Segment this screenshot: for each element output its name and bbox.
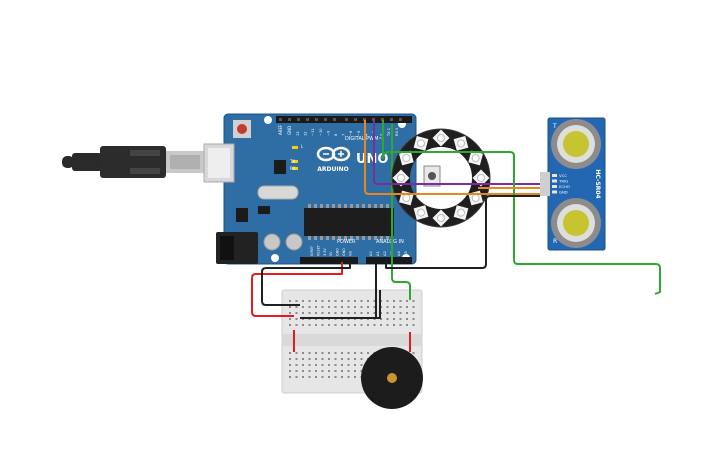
power-header[interactable] [300,257,358,264]
piezo-buzzer[interactable] [361,347,423,409]
digital-pin-label: ~5 [357,131,361,136]
atmega-chip [304,208,394,236]
neopixel-led[interactable] [453,136,469,151]
rx-led-label: RX [290,166,296,171]
arduino-logo-icon [316,146,351,162]
sensor-pin-label: GND [559,190,568,195]
black-ground-wire-2[interactable] [300,290,381,319]
green-vcc-wire[interactable] [382,120,661,295]
sensor-pin-label: ECHO [559,184,570,189]
black-sensor-gnd-wire[interactable] [385,195,540,269]
arduino-brand-label: ARDUINO [317,166,348,173]
gnd-pin-label: GND [287,126,292,135]
analog-header[interactable] [366,257,412,264]
black-ground-wire[interactable] [261,262,351,306]
sensor-t-label: T [552,123,557,130]
digital-pin-label: 8 [334,133,338,136]
digital-pin-label: ~11 [311,128,315,136]
digital-pin-label: 13 [296,131,300,136]
digital-pin-label: ~9 [326,130,330,136]
power-pin-label: Vin [348,251,352,256]
sensor-pin[interactable] [552,185,557,188]
usb-cable [62,146,206,178]
power-pin-label: GND [342,248,346,256]
power-pin-label: RESET [316,244,320,256]
analog-pin-label: A2 [383,251,387,256]
neopixel-led[interactable] [399,150,414,166]
digital-pwm-label: DIGITAL PWM~ [345,136,383,142]
sensor-pin[interactable] [552,190,557,194]
transmitter-transducer [551,119,601,169]
digital-pin-label: 2 [380,134,384,136]
digital-pin-label: RX 0 [395,127,399,136]
orange-data-wire[interactable] [364,120,540,195]
neopixel-ring[interactable] [391,128,491,228]
receiver-transducer [551,198,601,248]
tx-led-label: TX [289,159,295,164]
neopixel-led[interactable] [413,205,429,220]
analog-pin-label: A0 [369,251,373,256]
green-buzzer-wire[interactable] [391,124,411,300]
power-pin-label: 3.3V [323,248,327,256]
purple-trig-wire[interactable] [373,120,540,185]
digital-pin-label: 7 [342,134,346,136]
wires[interactable] [251,124,411,352]
neopixel-led[interactable] [413,136,429,151]
arduino-uno-board[interactable]: ARDUINO UNO DIGITAL PWM~ POWER ANALOG IN… [203,113,417,265]
sensor-pin[interactable] [552,174,557,177]
sensor-r-label: R [553,238,557,245]
neopixel-led[interactable] [468,150,483,166]
power-pin-label: IOREF [310,246,314,256]
l-led-label: L [301,144,304,149]
digital-header[interactable] [276,116,412,123]
sensor-pin[interactable] [552,179,557,183]
neopixel-led[interactable] [453,205,469,220]
digital-pin-label: 12 [304,131,308,136]
aref-pin-label: AREF [278,124,283,135]
power-label: POWER [337,239,356,245]
analog-pin-label: A4 [397,251,401,256]
analog-pin-label: A5 [404,251,408,256]
sensor-pin-label: VCC [559,173,567,178]
digital-pin-label: 4 [364,133,368,136]
sensor-pin-label: TRIG [558,179,568,184]
digital-pin-label: TX 1 [387,128,391,137]
sensor-model-label: HC-SR04 [594,169,601,198]
power-pin-label: GND [336,248,340,256]
analog-in-label: ANALOG IN [376,239,404,245]
reset-button[interactable] [237,124,247,134]
digital-pin-label: ~6 [349,130,353,136]
analog-pin-label: A1 [376,251,380,256]
digital-pin-label: ~10 [319,128,323,136]
red-power-wire[interactable] [251,262,343,317]
power-pin-label: 5V [329,251,333,256]
